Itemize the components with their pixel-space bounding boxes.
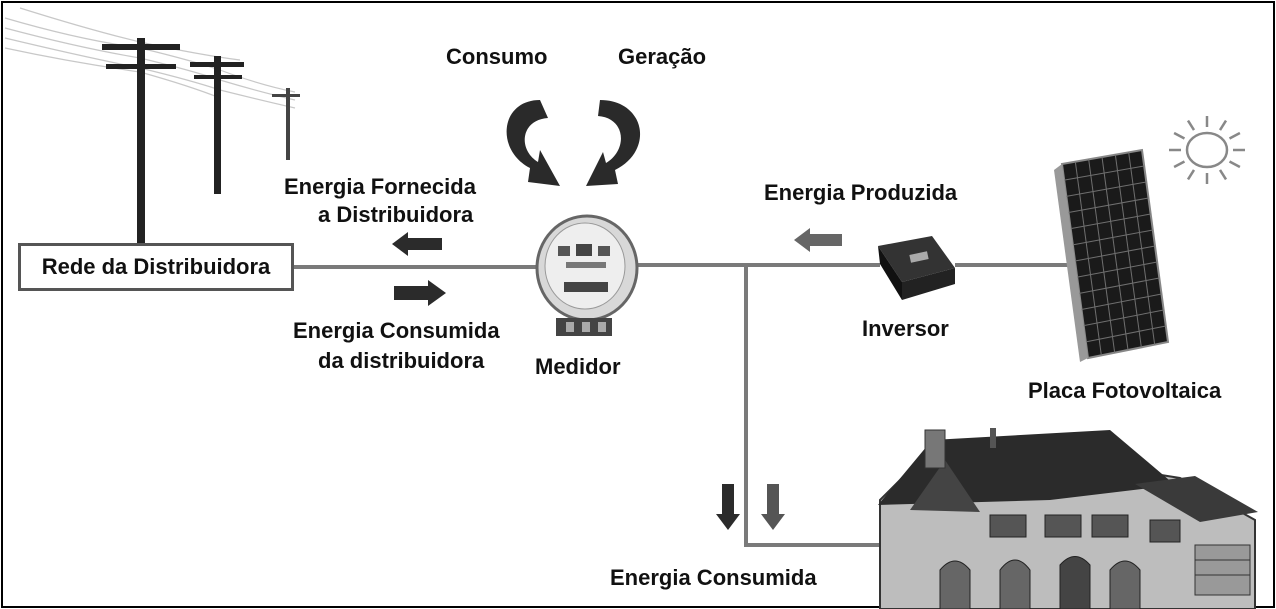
solar-panel-icon: [1054, 148, 1170, 362]
inverter-icon: [878, 236, 955, 300]
energia-produzida-label: Energia Produzida: [764, 180, 958, 205]
energia-fornecida-label-line2: a Distribuidora: [318, 202, 474, 227]
electric-meter-icon: [535, 214, 639, 336]
arrow-consumida-1: [716, 484, 740, 530]
rede-distribuidora-label: Rede da Distribuidora: [41, 254, 271, 279]
house-icon: [878, 428, 1258, 609]
consumo-label: Consumo: [446, 44, 548, 69]
sun-icon: [1169, 116, 1245, 184]
placa-fotovoltaica-label: Placa Fotovoltaica: [1028, 378, 1222, 403]
flow-arrow-icon: [392, 228, 842, 530]
arrow-energia-produzida: [794, 228, 842, 252]
power-poles-icon: [4, 7, 300, 243]
consumo-cycle-arrow: [506, 100, 560, 186]
cycle-arrows-icon: [506, 100, 641, 186]
energia-fornecida-label-line1: Energia Fornecida: [284, 174, 476, 199]
inversor-label: Inversor: [862, 316, 949, 341]
arrow-to-distribuidora: [392, 232, 442, 256]
geracao-cycle-arrow: [586, 100, 641, 186]
energia-consumida-label: Energia Consumida: [610, 565, 817, 590]
medidor-label: Medidor: [535, 354, 621, 379]
energia-consumida-dist-label-line1: Energia Consumida: [293, 318, 500, 343]
rede-distribuidora-box: Rede da Distribuidora: [18, 243, 294, 291]
geracao-label: Geração: [618, 44, 707, 69]
arrow-consumida-2: [761, 484, 785, 530]
arrow-from-distribuidora: [394, 280, 446, 306]
energia-consumida-dist-label-line2: da distribuidora: [318, 348, 485, 373]
